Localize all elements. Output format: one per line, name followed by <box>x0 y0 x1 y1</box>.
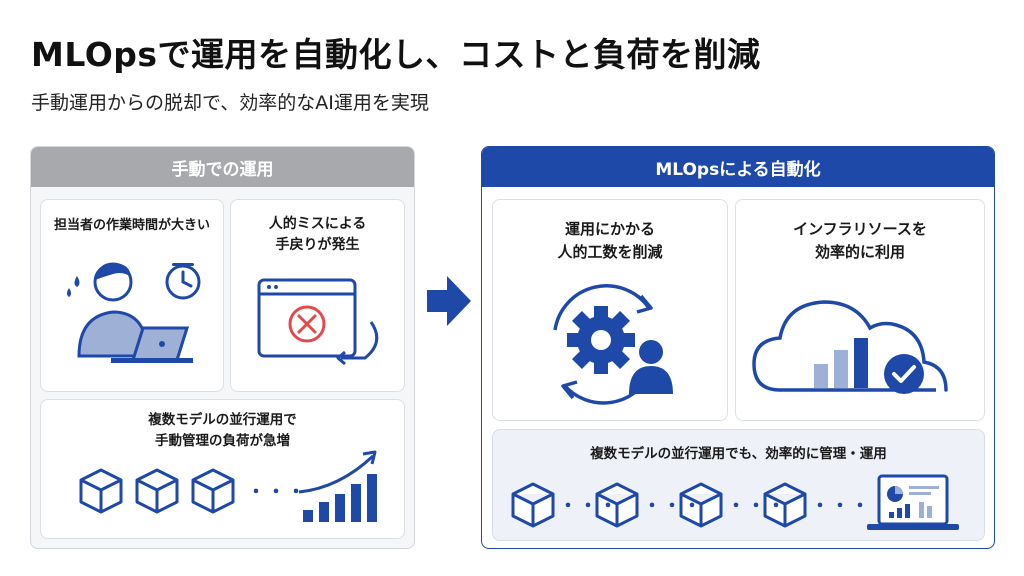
reduce-workload-line1: 運用にかかる <box>564 220 655 238</box>
right-arrow-icon <box>427 276 471 326</box>
infra-efficiency-card: インフラリソースを 効率的に利用 <box>735 199 985 421</box>
more-models-dots-2: ・・・ <box>643 496 703 517</box>
manual-panel-heading: 手動での運用 <box>31 147 414 187</box>
more-models-dots-1: ・・・ <box>559 496 619 517</box>
stressed-worker-icon <box>67 262 201 363</box>
reduce-workload-text: 運用にかかる 人的工数を削減 <box>493 218 727 264</box>
page-title: MLOpsで運用を自動化し、コストと負荷を削減 <box>31 35 761 74</box>
page-subtitle: 手動運用からの脱却で、効率的なAI運用を実現 <box>31 92 429 114</box>
more-models-dots-3: ・・・ <box>727 496 787 517</box>
multi-model-load-card: 複数モデルの並行運用で 手動管理の負荷が急増 ・・・ <box>40 399 405 539</box>
human-error-line2: 手戻りが発生 <box>275 237 360 253</box>
multi-model-load-text: 複数モデルの並行運用で 手動管理の負荷が急増 <box>41 410 404 452</box>
reduce-workload-card: 運用にかかる 人的工数を削減 <box>492 199 728 421</box>
gear-person-cycle-icon <box>553 284 673 405</box>
human-error-line1: 人的ミスによる <box>268 216 367 232</box>
mlops-panel-heading: MLOpsによる自動化 <box>482 147 994 187</box>
multi-model-load-line2: 手動管理の負荷が急増 <box>155 433 290 449</box>
workload-card: 担当者の作業時間が大きい <box>40 199 224 392</box>
mlops-automation-panel: MLOpsによる自動化 運用にかかる 人的工数を削減 <box>481 146 995 549</box>
human-error-card: 人的ミスによる 手戻りが発生 <box>230 199 405 392</box>
model-cubes-dashboard-icon <box>511 474 959 530</box>
more-models-dots: ・・・ <box>247 482 307 503</box>
multi-model-load-line1: 複数モデルの並行運用で <box>148 412 297 428</box>
reduce-workload-line2: 人的工数を削減 <box>557 243 663 261</box>
manual-operation-panel: 手動での運用 担当者の作業時間が大きい 人的ミスによる 手戻りが発生 <box>30 146 415 549</box>
model-cubes-growth-icon <box>79 450 377 522</box>
infra-efficiency-line2: 効率的に利用 <box>814 243 905 261</box>
human-error-card-text: 人的ミスによる 手戻りが発生 <box>231 214 404 256</box>
infra-efficiency-text: インフラリソースを 効率的に利用 <box>736 218 984 264</box>
parallel-management-card: 複数モデルの並行運用でも、効率的に管理・運用 ・・・ ・・・ ・・・ ・・・ <box>492 429 985 541</box>
more-models-dots-4: ・・・ <box>811 496 871 517</box>
infra-efficiency-line1: インフラリソースを <box>793 220 927 238</box>
parallel-management-text: 複数モデルの並行運用でも、効率的に管理・運用 <box>590 446 887 462</box>
workload-card-text: 担当者の作業時間が大きい <box>53 218 210 233</box>
error-window-icon <box>257 278 379 366</box>
cloud-resources-icon <box>752 300 948 394</box>
